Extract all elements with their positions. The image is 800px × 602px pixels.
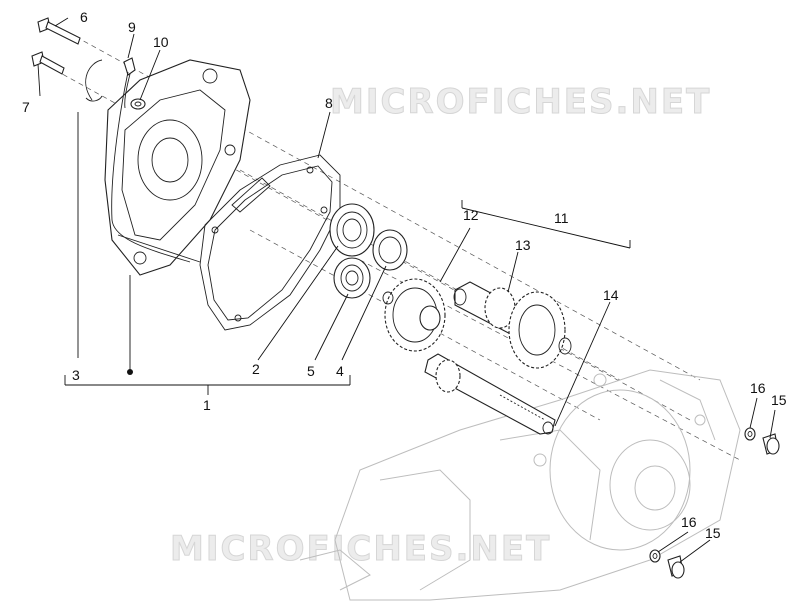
washer-16-upper — [744, 427, 756, 441]
callout-2: 2 — [252, 361, 260, 377]
watermark-top: MICROFICHES.NET — [330, 82, 711, 122]
callout-1: 1 — [203, 397, 211, 413]
leader-lines — [37, 17, 776, 563]
bolt-6 — [37, 17, 81, 45]
breather-pipe — [111, 57, 191, 263]
callout-12: 12 — [463, 207, 479, 223]
snap-ring — [85, 59, 103, 102]
callout-14: 14 — [603, 287, 619, 303]
callout-16-upper: 16 — [750, 380, 766, 396]
transmission-cover — [104, 59, 251, 276]
callout-16-lower: 16 — [681, 514, 697, 530]
callout-5: 5 — [307, 363, 315, 379]
engine-case-background — [299, 369, 741, 601]
intermediate-shaft-13 — [453, 281, 572, 369]
bearing-5 — [333, 257, 371, 299]
callout-6: 6 — [80, 9, 88, 25]
bearing-2 — [329, 203, 375, 257]
callout-13: 13 — [515, 237, 531, 253]
washer-16-lower — [649, 549, 661, 563]
screw-15-lower — [667, 555, 685, 579]
hose-clamp — [130, 98, 146, 110]
callout-15-upper: 15 — [771, 392, 787, 408]
callout-10: 10 — [153, 34, 169, 50]
callout-11: 11 — [554, 210, 569, 226]
reference-dot — [127, 369, 133, 375]
callout-9: 9 — [128, 19, 136, 35]
output-shaft-14 — [424, 353, 556, 435]
oil-seal-4 — [372, 229, 408, 271]
callout-labels: 6 7 9 10 8 3 2 5 4 1 12 11 13 14 16 15 1… — [22, 9, 787, 541]
callout-4: 4 — [336, 363, 344, 379]
callout-7: 7 — [22, 99, 30, 115]
screw-15-upper — [762, 433, 780, 455]
watermark-bottom: MICROFICHES.NET — [170, 529, 551, 569]
callout-15-lower: 15 — [705, 525, 721, 541]
gasket — [199, 154, 341, 331]
gear-12 — [382, 278, 446, 352]
callout-8: 8 — [325, 95, 333, 111]
callout-3: 3 — [72, 367, 80, 383]
bolt-7 — [31, 51, 65, 75]
